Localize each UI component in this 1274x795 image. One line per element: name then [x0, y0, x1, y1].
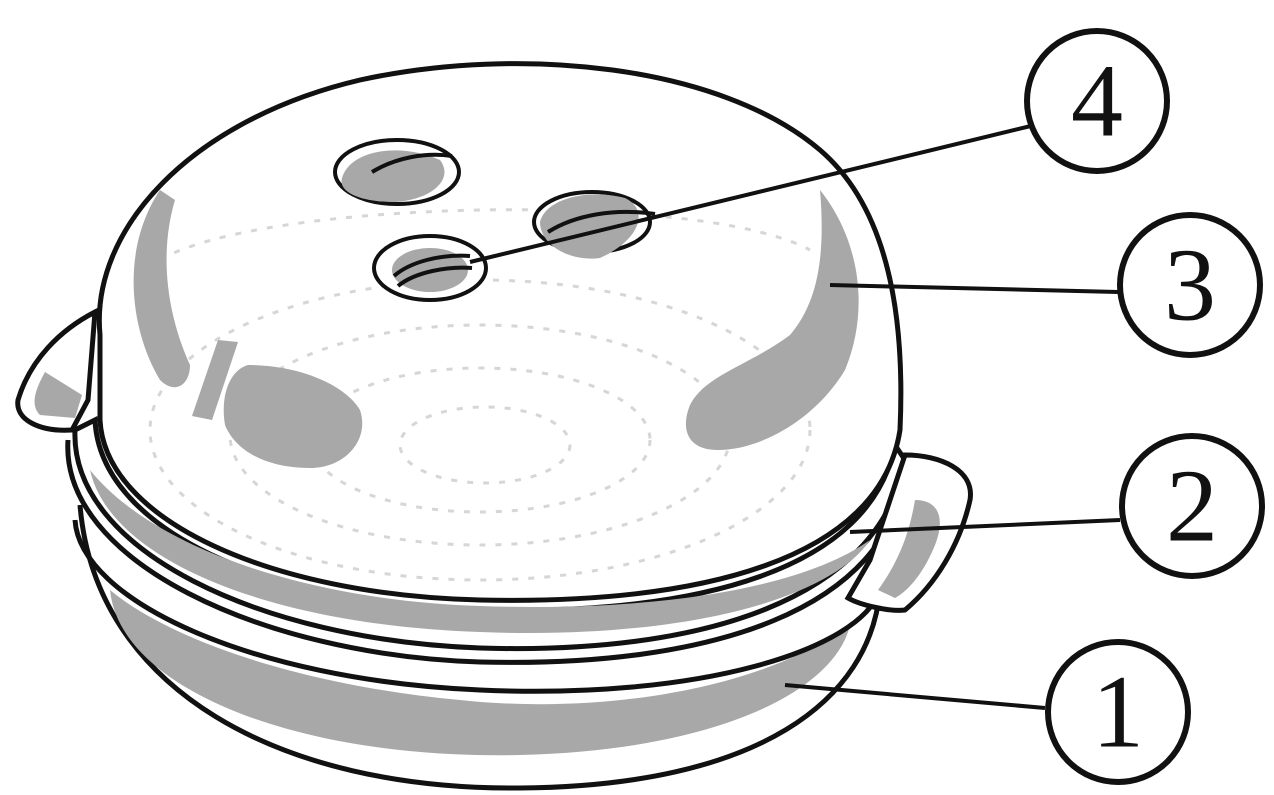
- callout-label-1: 1: [1092, 655, 1144, 770]
- vent-hole-top: [335, 140, 459, 204]
- callout-2: 2: [1122, 436, 1262, 576]
- callout-label-3: 3: [1164, 228, 1216, 343]
- callout-label-4: 4: [1071, 44, 1123, 159]
- callout-label-2: 2: [1166, 449, 1218, 564]
- steamer-lid: [99, 64, 901, 601]
- vent-knob: [374, 236, 486, 300]
- callout-1: 1: [1048, 642, 1188, 782]
- lid-dome: [99, 64, 901, 601]
- callout-4: 4: [1027, 31, 1167, 171]
- callout-3: 3: [1120, 215, 1260, 355]
